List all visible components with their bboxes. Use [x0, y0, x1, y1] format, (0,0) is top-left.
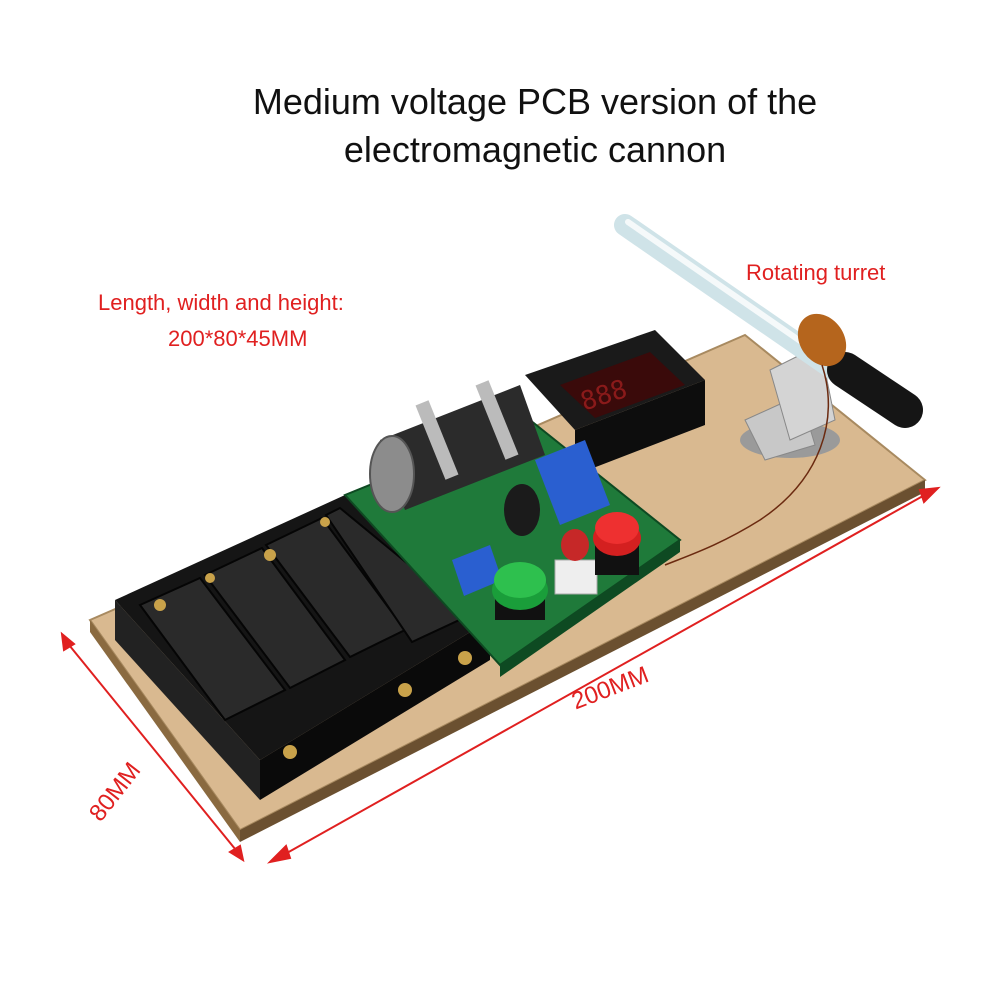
- terminal-blocks: [452, 440, 610, 596]
- red-button: [593, 512, 641, 575]
- width-arrow: [60, 631, 245, 863]
- inductor: [504, 484, 540, 536]
- length-arrow: [266, 486, 941, 864]
- page-title: Medium voltage PCB version of the electr…: [0, 78, 1000, 174]
- dimensions-label: Length, width and height:: [98, 290, 344, 315]
- coil-wire: [664, 364, 830, 566]
- turret-label: Rotating turret: [746, 260, 886, 285]
- rotating-turret: [614, 214, 923, 461]
- white-button: [554, 529, 598, 595]
- battery-holder: [115, 495, 490, 800]
- green-button: [492, 562, 548, 620]
- capacitor: [369, 380, 545, 513]
- dimensions-value: 200*80*45MM: [168, 326, 308, 351]
- voltmeter-display: 888: [525, 330, 705, 475]
- title-line-1: Medium voltage PCB version of the: [252, 81, 818, 122]
- title-line-2: electromagnetic cannon: [343, 129, 727, 170]
